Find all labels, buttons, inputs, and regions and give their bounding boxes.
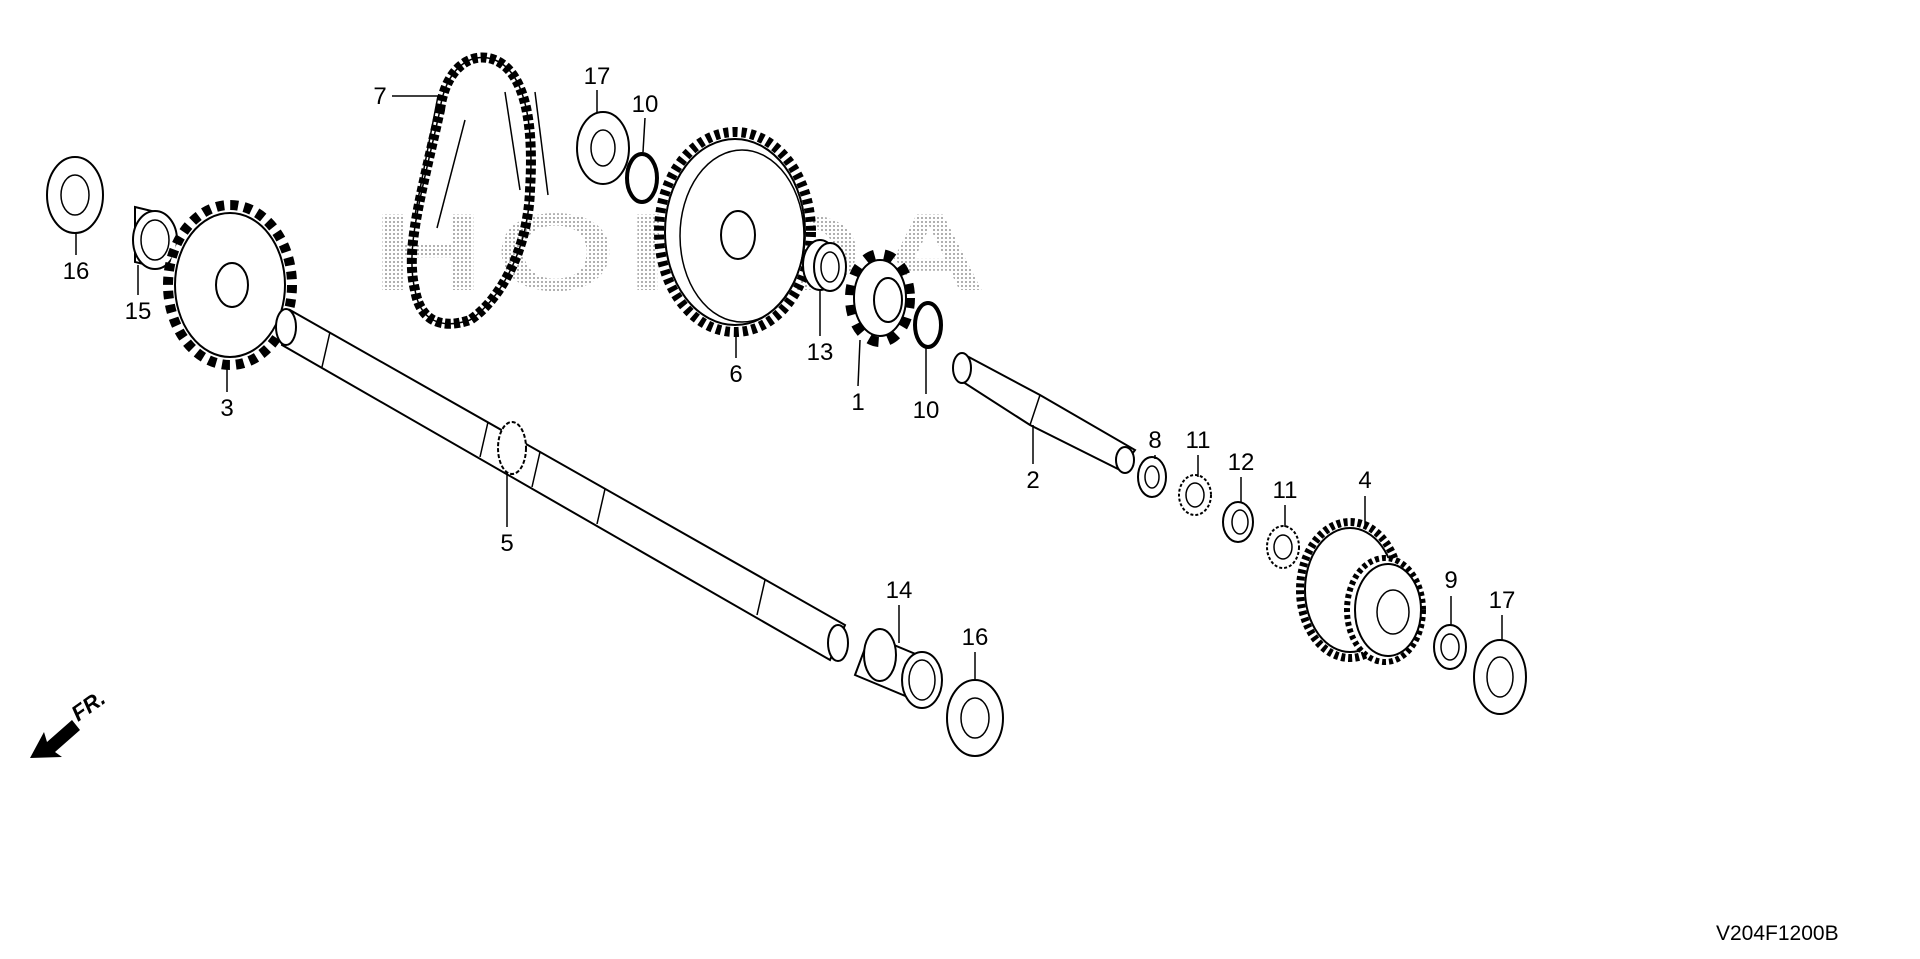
callout-11b: 11 (1273, 477, 1298, 504)
front-direction-arrow-icon: FR. (30, 685, 110, 758)
collar-13 (802, 239, 847, 292)
snap-ring-10-top (625, 152, 659, 204)
axle-5 (275, 308, 849, 662)
sprocket-1 (845, 249, 915, 347)
shaft-2 (952, 352, 1137, 474)
bearing-17-right (1473, 639, 1527, 715)
callout-3: 3 (220, 395, 233, 422)
callout-17-top: 17 (584, 63, 611, 90)
callout-10: 10 (913, 397, 940, 424)
callout-2: 2 (1026, 467, 1039, 494)
drive-chain (406, 52, 536, 329)
bearing-16-left (46, 156, 104, 234)
callout-13: 13 (807, 339, 834, 366)
diagram-code: V204F1200B (1716, 922, 1839, 945)
callout-17-right: 17 (1489, 587, 1516, 614)
needle-bearing-11a (1178, 474, 1212, 516)
collar-15 (132, 205, 178, 270)
callout-16-bottom: 16 (962, 624, 989, 651)
callout-6: 6 (729, 361, 742, 388)
washer-9 (1433, 624, 1467, 670)
needle-bearing-11b (1266, 525, 1300, 569)
callout-15: 15 (125, 298, 152, 325)
callout-7: 7 (373, 83, 386, 110)
callout-9: 9 (1444, 567, 1457, 594)
callout-5: 5 (500, 530, 513, 557)
sprocket-3 (163, 200, 297, 370)
callout-11a: 11 (1186, 427, 1211, 454)
snap-ring-10 (913, 301, 943, 349)
callout-16-left: 16 (63, 258, 90, 285)
front-label: FR. (67, 685, 110, 726)
callout-8: 8 (1148, 427, 1161, 454)
callout-12: 12 (1228, 449, 1255, 476)
gear-4 (1296, 518, 1426, 665)
leader-lines (75, 90, 1503, 680)
collar-12 (1222, 501, 1254, 543)
gear-6 (654, 127, 816, 337)
callout-10-top: 10 (632, 91, 659, 118)
callout-14: 14 (886, 577, 913, 604)
callout-1: 1 (851, 389, 864, 416)
bearing-17-top (576, 111, 630, 185)
washer-8 (1137, 456, 1167, 498)
bearing-16-bottom (946, 679, 1004, 757)
callout-4: 4 (1358, 467, 1371, 494)
collar-14 (853, 628, 943, 709)
